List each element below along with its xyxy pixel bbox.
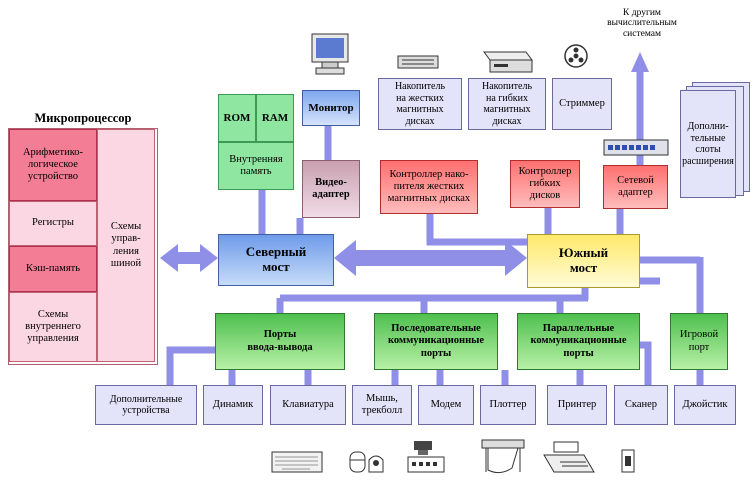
keyboard-icon	[271, 451, 323, 473]
telephone-icon	[414, 441, 432, 455]
parallel-ports-box: Параллельные коммуникационные порты	[517, 313, 640, 370]
game-port-box: Игровой порт	[670, 313, 728, 370]
monitor-box: Монитор	[302, 90, 360, 126]
monitor-icon	[311, 33, 349, 75]
registers-box: Регистры	[9, 201, 97, 246]
fdd-box: Накопитель на гибких магнитных дисках	[468, 78, 546, 130]
cpu-block	[8, 128, 158, 365]
printer-box: Принтер	[547, 385, 607, 425]
scanner-box: Сканер	[614, 385, 668, 425]
joystick-box: Джойстик	[674, 385, 736, 425]
north-bridge-box: Северный мост	[218, 234, 334, 286]
cache-box: Кэш-память	[9, 246, 97, 292]
hdd-icon	[397, 55, 439, 69]
speaker-box: Динамик	[203, 385, 263, 425]
io-ports-box: Порты ввода-вывода	[215, 313, 345, 370]
mouse-box: Мышь, трекболл	[352, 385, 412, 425]
printer-icon	[543, 441, 595, 473]
south-bridge-box: Южный мост	[527, 234, 640, 288]
other-systems-label: К другим вычислительным системам	[607, 8, 677, 39]
hdd-box: Накопитель на жестких магнитных дисках	[378, 78, 462, 130]
streamer-icon	[564, 44, 588, 68]
internal-control-box: Схемы внутреннего управления	[9, 292, 97, 362]
internal-memory-box: Внутренняя память	[218, 142, 294, 190]
mouse-icon	[349, 451, 384, 473]
joystick-icon	[621, 449, 635, 473]
hdd-controller-box: Контроллер нако- пителя жестких магнитны…	[380, 160, 478, 214]
plotter-icon	[481, 439, 525, 474]
video-adapter-box: Видео- адаптер	[302, 160, 360, 218]
network-hub-icon	[603, 139, 669, 156]
modem-icon	[407, 456, 445, 473]
keyboard-box: Клавиатура	[270, 385, 346, 425]
extra-devices-box: Дополнительные устройства	[95, 385, 197, 425]
alu-box: Арифметико- логическое устройство	[9, 129, 97, 201]
streamer-box: Стриммер	[552, 78, 612, 130]
plotter-box: Плоттер	[480, 385, 536, 425]
network-adapter-box: Сетевой адаптер	[603, 165, 668, 209]
rom-box: ROM	[218, 94, 256, 142]
serial-ports-box: Последовательные коммуникационные порты	[374, 313, 498, 370]
ram-box: RAM	[256, 94, 294, 142]
modem-box: Модем	[418, 385, 474, 425]
fdd-icon	[483, 51, 533, 73]
expansion-slots-box: Дополни- тельные слоты расширения	[680, 90, 736, 198]
cpu-title: Микропроцессор	[34, 111, 132, 125]
bus-control-box: Схемы управ- ления шиной	[97, 129, 155, 362]
fdd-controller-box: Контроллер гибких дисков	[510, 160, 580, 208]
